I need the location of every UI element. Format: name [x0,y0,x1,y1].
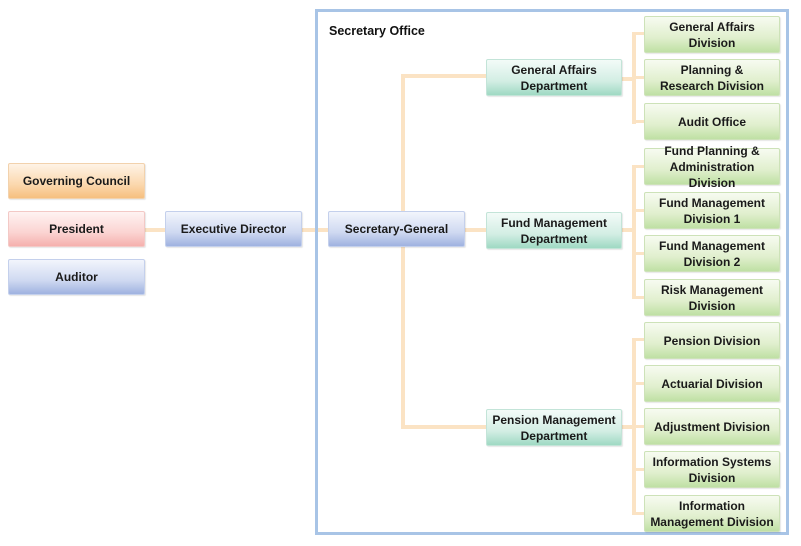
secretary-general-box[interactable]: Secretary-General [328,211,465,247]
connector-pm-d1 [632,338,644,341]
connector-ga-d2 [632,76,644,79]
connector-secretary-general-trunk [401,74,405,429]
adjustment-division-box[interactable]: Adjustment Division [644,408,780,445]
fund-planning-administration-division-box[interactable]: Fund Planning & Administration Division [644,144,780,190]
connector-general-affairs-stub [621,77,634,81]
adjustment-division-label: Adjustment Division [653,419,770,434]
information-management-division-line1: Information [678,498,745,513]
fund-management-division-1-box[interactable]: Fund Management Division 1 [644,192,780,229]
connector-pm-d2 [632,382,644,385]
pension-division-box[interactable]: Pension Division [644,322,780,359]
actuarial-division-label: Actuarial Division [661,376,763,391]
president-box[interactable]: President [8,211,145,247]
information-systems-division-line2: Division [688,470,736,485]
connector-to-general-affairs-dept [401,74,487,78]
audit-office-label: Audit Office [678,114,746,129]
actuarial-division-box[interactable]: Actuarial Division [644,365,780,402]
risk-management-division-line1: Risk Management [660,282,764,297]
president-label: President [49,222,104,236]
executive-director-label: Executive Director [180,222,287,236]
audit-office-box[interactable]: Audit Office [644,103,780,140]
information-systems-division-box[interactable]: Information Systems Division [644,451,780,488]
information-systems-division-line1: Information Systems [652,454,772,469]
risk-management-division-line2: Division [688,298,736,313]
fund-planning-administration-division-line1: Fund Planning & [664,143,760,158]
connector-ga-d3 [632,120,644,123]
pension-management-department-line2: Department [520,428,588,443]
connector-fund-management-stub [621,228,634,232]
auditor-label: Auditor [55,270,98,284]
connector-pm-d5 [632,512,644,515]
governing-council-box[interactable]: Governing Council [8,163,145,199]
pension-division-label: Pension Division [663,333,761,348]
connector-to-pension-management-dept [401,425,487,429]
risk-management-division-box[interactable]: Risk Management Division [644,279,780,316]
connector-pm-d3 [632,425,644,428]
general-affairs-department-line1: General Affairs [511,62,597,77]
fund-management-division-2-box[interactable]: Fund Management Division 2 [644,235,780,272]
connector-pension-management-stub [621,425,634,429]
fund-planning-administration-division-line2: Administration Division [669,159,755,190]
fund-management-department-line2: Department [520,231,588,246]
pension-management-department-box[interactable]: Pension Management Department [486,409,622,446]
connector-fund-management-trunk [632,166,636,297]
secretary-general-label: Secretary-General [344,222,449,236]
fund-management-division-1-line1: Fund Management [658,195,765,210]
auditor-box[interactable]: Auditor [8,259,145,295]
fund-management-division-1-line2: Division 1 [683,211,741,226]
pension-management-department-line1: Pension Management [492,412,616,427]
general-affairs-division-box[interactable]: General Affairs Division [644,16,780,53]
planning-research-division-line1: Planning & [680,62,744,77]
connector-president-executive [144,228,166,232]
secretary-office-frame [315,9,789,535]
planning-research-division-line2: Research Division [659,78,765,93]
connector-fm-d2 [632,209,644,212]
connector-pm-d4 [632,468,644,471]
general-affairs-department-line2: Department [520,78,588,93]
fund-management-division-2-line2: Division 2 [683,254,741,269]
connector-fm-d3 [632,252,644,255]
information-management-division-box[interactable]: Information Management Division [644,495,780,532]
connector-to-fund-management-dept [464,228,487,232]
connector-fm-d1 [632,165,644,168]
connector-fm-d4 [632,296,644,299]
general-affairs-division-label: General Affairs Division [669,19,755,50]
secretary-office-title: Secretary Office [329,24,425,38]
fund-management-division-2-line1: Fund Management [658,238,765,253]
executive-director-box[interactable]: Executive Director [165,211,302,247]
information-management-division-line2: Management Division [650,514,774,529]
general-affairs-department-box[interactable]: General Affairs Department [486,59,622,96]
connector-ga-d1 [632,32,644,35]
planning-research-division-box[interactable]: Planning & Research Division [644,59,780,96]
fund-management-department-line1: Fund Management [500,215,607,230]
fund-management-department-box[interactable]: Fund Management Department [486,212,622,249]
governing-council-label: Governing Council [22,174,131,188]
